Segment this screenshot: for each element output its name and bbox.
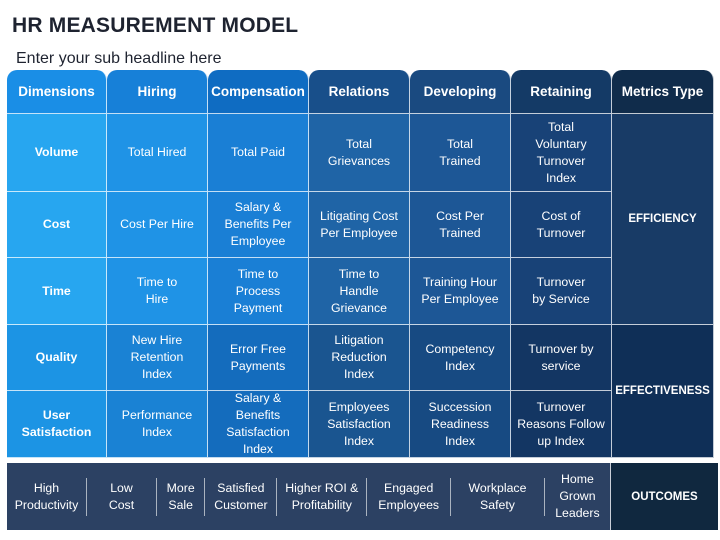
table-cell: Training Hour Per Employee [410,258,511,325]
table-cell: Time to Process Payment [208,258,309,325]
table-cell: Employees Satisfaction Index [309,391,410,458]
outcome-item: More Sale [166,480,195,512]
outcome-divider [156,477,157,516]
dimension-label: Volume [7,114,107,192]
outcome-divider [543,477,545,516]
table-cell: Turnover Reasons Follow up Index [511,391,612,458]
table-cell: Succession Readiness Index [410,391,511,458]
header-retaining: Retaining [511,70,612,114]
sub-headline: Enter your sub headline here [16,50,222,67]
outcome-item: Low Cost [108,480,135,512]
header-developing: Developing [410,70,511,114]
outcome-divider [450,477,452,516]
outcome-item: Engaged Employees [378,480,440,512]
table-cell: Competency Index [410,325,511,391]
outcome-item: Workplace Safety [468,480,527,512]
table-cell: Total Voluntary Turnover Index [511,114,612,192]
outcomes-bar: High Productivity Low Cost More Sale Satisf… [7,463,611,530]
metric-efficiency: EFFICIENCY [612,114,714,325]
table-cell: Salary & Benefits Satisfaction Index [208,391,309,458]
table-cell: Turnover by service [511,325,612,391]
table-cell: Salary & Benefits Per Employee [208,192,309,258]
outcome-divider [366,477,368,516]
header-dimensions: Dimensions [7,70,107,114]
dimension-label: Time [7,258,107,325]
outcome-item: Home Grown Leaders [555,472,600,520]
dimension-label: Quality [7,325,107,391]
table-cell: Total Grievances [309,114,410,192]
outcome-divider [85,477,87,516]
table-cell: Cost Per Hire [107,192,208,258]
table-cell: Litigating Cost Per Employee [309,192,410,258]
outcome-item: Satisfied Customer [214,480,268,512]
table-cell: Cost of Turnover [511,192,612,258]
table-cell: Cost Per Trained [410,192,511,258]
table-cell: Total Paid [208,114,309,192]
table-cell: Turnover by Service [511,258,612,325]
table-cell: Time to Hire [107,258,208,325]
header-relations: Relations [309,70,410,114]
page-title: HR MEASUREMENT MODEL [12,14,299,37]
table-cell: Performance Index [107,391,208,458]
outcome-item: Higher ROI & Profitability [285,480,359,512]
metric-effectiveness: EFFECTIVENESS [612,325,714,458]
table-cell: Time to Handle Grievance [309,258,410,325]
dimension-label: Cost [7,192,107,258]
header-metrics-type: Metrics Type [612,70,714,114]
outcome-divider [276,477,278,516]
table-cell: Total Trained [410,114,511,192]
outcome-item: High Productivity [14,480,79,512]
outcome-divider [204,477,206,516]
table-cell: Litigation Reduction Index [309,325,410,391]
outcomes-label: OUTCOMES [611,463,718,530]
header-hiring: Hiring [107,70,208,114]
dimension-label: User Satisfaction [7,391,107,458]
table-cell: Error Free Payments [208,325,309,391]
header-compensation: Compensation [208,70,309,114]
table-cell: Total Hired [107,114,208,192]
table-cell: New Hire Retention Index [107,325,208,391]
outcomes-row: High Productivity Low Cost More Sale Satisf… [7,463,718,530]
